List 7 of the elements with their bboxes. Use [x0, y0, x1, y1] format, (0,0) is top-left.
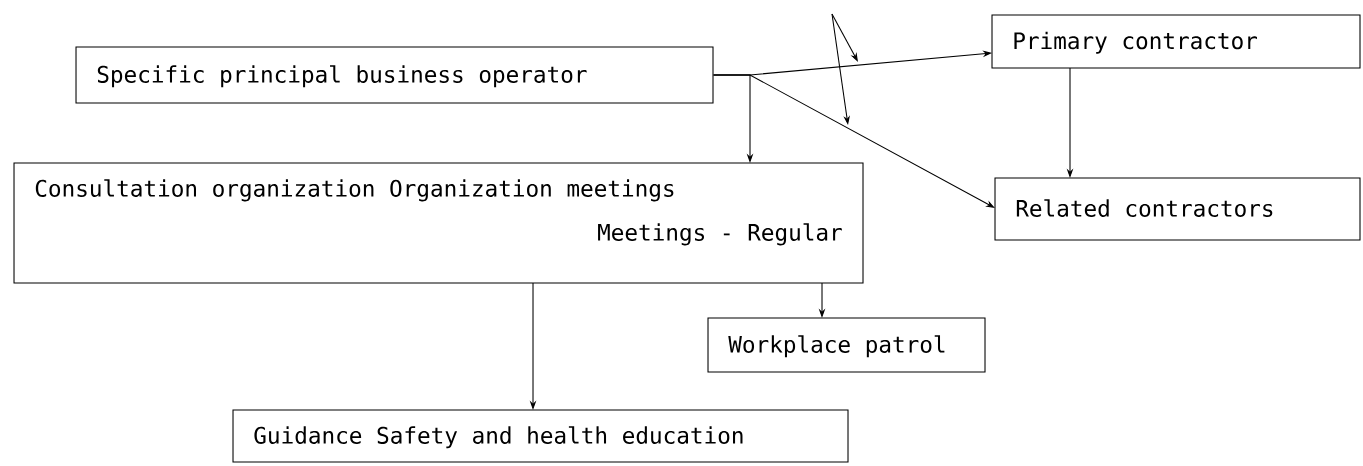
text-box: Specific principal business operator [75, 46, 714, 104]
arrow [713, 74, 995, 208]
text-box: Workplace patrol [707, 317, 986, 373]
text-box: Consultation organization Organization meetings Meetings - Regular [13, 162, 864, 284]
text-box: Related contractors [994, 177, 1361, 241]
text-box: Primary contractor [991, 14, 1361, 69]
text-box: Guidance Safety and health education [232, 409, 849, 463]
